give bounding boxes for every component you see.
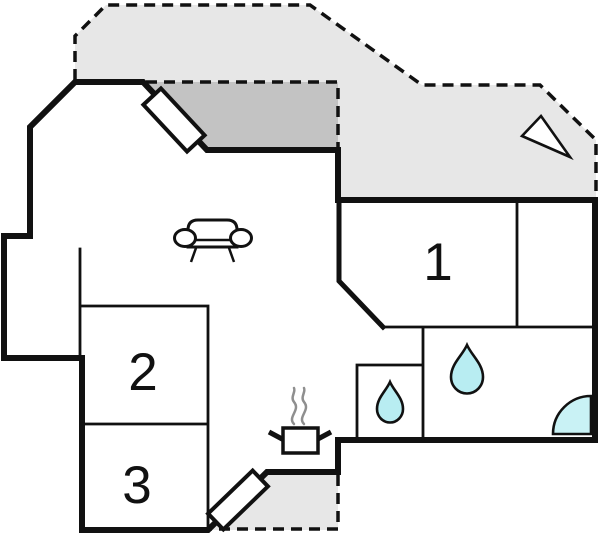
bedroom-1-label: 1 xyxy=(423,233,452,292)
north-arrow-icon xyxy=(519,113,574,161)
door-icon-bottom xyxy=(205,467,271,533)
terrace-covered-dashed-boundary xyxy=(146,80,340,148)
water-drop-icon-large xyxy=(449,341,485,395)
bedroom-2-label: 2 xyxy=(128,343,157,402)
outer-walls xyxy=(1,79,598,533)
door-icon-top xyxy=(140,85,208,155)
terrace-bottom-dashed-boundary xyxy=(211,475,340,531)
terrace-top-dashed-boundary xyxy=(73,3,598,196)
water-drop-icon-small xyxy=(375,378,405,424)
interior-walls xyxy=(78,198,597,532)
bedroom-3-label: 3 xyxy=(122,456,151,515)
stove-icon xyxy=(267,386,333,455)
bedroom1-diagonal-wall xyxy=(336,197,387,331)
shower-icon xyxy=(551,394,593,436)
sofa-icon xyxy=(173,218,253,263)
